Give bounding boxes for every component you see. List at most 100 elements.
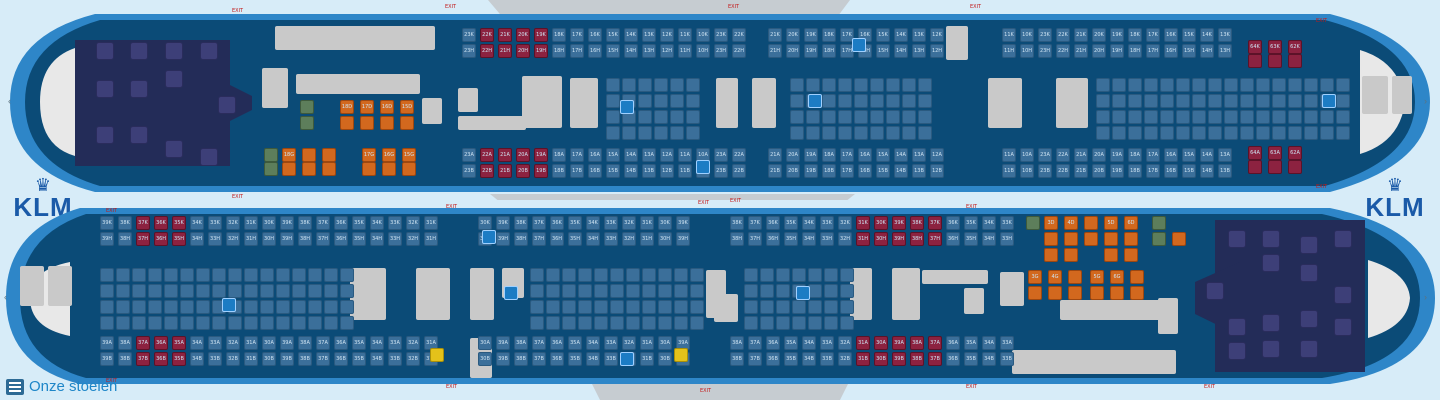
seat[interactable]: 15H	[606, 44, 620, 58]
seat[interactable]	[1248, 54, 1262, 68]
seat[interactable]	[1224, 78, 1238, 92]
seat[interactable]: 38A	[514, 336, 528, 350]
seat[interactable]: 17B	[1146, 164, 1160, 178]
seat[interactable]: 18G	[282, 148, 296, 162]
business-seat[interactable]	[1334, 286, 1352, 304]
seat[interactable]: 13A	[1218, 148, 1232, 162]
seat[interactable]: 19H	[804, 44, 818, 58]
seat[interactable]	[1090, 286, 1104, 300]
seat[interactable]: 17A	[840, 148, 854, 162]
seat[interactable]: 13H	[1218, 44, 1232, 58]
seat[interactable]: 11B	[1002, 164, 1016, 178]
business-seat[interactable]	[96, 126, 114, 144]
seat[interactable]	[340, 284, 354, 298]
seat[interactable]: 37B	[136, 352, 150, 366]
seat[interactable]: 36B	[946, 352, 960, 366]
seat[interactable]: 11H	[1002, 44, 1016, 58]
seat[interactable]: 34H	[370, 232, 384, 246]
seat[interactable]: 37K	[928, 216, 942, 230]
seat[interactable]	[1224, 110, 1238, 124]
seat[interactable]	[1152, 232, 1166, 246]
seat[interactable]: 30H	[262, 232, 276, 246]
seat[interactable]: 20H	[1092, 44, 1106, 58]
seat[interactable]	[886, 110, 900, 124]
seat[interactable]	[854, 110, 868, 124]
seat[interactable]: 32A	[622, 336, 636, 350]
seat[interactable]: 34B	[190, 352, 204, 366]
seat[interactable]	[276, 268, 290, 282]
seat[interactable]	[300, 100, 314, 114]
seat[interactable]: 34A	[802, 336, 816, 350]
seat[interactable]: 35A	[784, 336, 798, 350]
seat[interactable]	[902, 110, 916, 124]
seat[interactable]	[546, 284, 560, 298]
seat[interactable]: 38B	[730, 352, 744, 366]
seat[interactable]: 31H	[424, 232, 438, 246]
seat[interactable]	[790, 126, 804, 140]
seat[interactable]	[838, 110, 852, 124]
seat[interactable]	[1124, 248, 1138, 262]
seat[interactable]: 37A	[928, 336, 942, 350]
seat[interactable]: 38K	[730, 216, 744, 230]
seat[interactable]	[1208, 78, 1222, 92]
seat[interactable]	[840, 316, 854, 330]
seat[interactable]	[276, 316, 290, 330]
seat[interactable]: 22B	[732, 164, 746, 178]
seat[interactable]	[244, 300, 258, 314]
seat[interactable]	[1064, 248, 1078, 262]
seat[interactable]	[1176, 78, 1190, 92]
seat[interactable]	[1268, 54, 1282, 68]
seat[interactable]	[228, 284, 242, 298]
seat[interactable]: 23H	[1038, 44, 1052, 58]
seat[interactable]: 3D	[1044, 216, 1058, 230]
seat[interactable]: 34A	[982, 336, 996, 350]
seat[interactable]: 16H	[588, 44, 602, 58]
seat[interactable]	[792, 300, 806, 314]
seat[interactable]	[1112, 78, 1126, 92]
seat[interactable]	[1320, 78, 1334, 92]
seat[interactable]: 11K	[1002, 28, 1016, 42]
seat[interactable]: 15H	[1182, 44, 1196, 58]
seat[interactable]	[302, 148, 316, 162]
seat[interactable]: 32A	[838, 336, 852, 350]
seat[interactable]: 37H	[748, 232, 762, 246]
seat[interactable]	[808, 284, 822, 298]
seat[interactable]: 18H	[1128, 44, 1142, 58]
seat[interactable]	[324, 284, 338, 298]
seat[interactable]: 35A	[568, 336, 582, 350]
seat[interactable]: 33H	[388, 232, 402, 246]
seat[interactable]: 21H	[498, 44, 512, 58]
seat[interactable]: 16A	[1164, 148, 1178, 162]
seat[interactable]: 32H	[406, 232, 420, 246]
seat[interactable]	[264, 162, 278, 176]
seat[interactable]: 18K	[822, 28, 836, 42]
scroll-right-arrow-icon[interactable]: ›	[1424, 96, 1427, 106]
seat[interactable]	[100, 284, 114, 298]
seat[interactable]: 36H	[154, 232, 168, 246]
seat[interactable]	[838, 94, 852, 108]
seat[interactable]: 39H	[280, 232, 294, 246]
seat[interactable]: 30B	[874, 352, 888, 366]
seat[interactable]: 21H	[768, 44, 782, 58]
seat[interactable]: 30B	[658, 352, 672, 366]
seat[interactable]: 39H	[496, 232, 510, 246]
seat[interactable]: 38H	[910, 232, 924, 246]
seat[interactable]: 38B	[298, 352, 312, 366]
seat[interactable]	[148, 316, 162, 330]
seat[interactable]	[308, 300, 322, 314]
seat[interactable]: 20B	[786, 164, 800, 178]
seat[interactable]	[1128, 78, 1142, 92]
seat[interactable]	[638, 94, 652, 108]
seat[interactable]	[244, 316, 258, 330]
seat[interactable]	[148, 284, 162, 298]
seat[interactable]	[1104, 248, 1118, 262]
seat[interactable]: 21B	[1074, 164, 1088, 178]
seat[interactable]	[382, 162, 396, 176]
seat[interactable]: 36K	[766, 216, 780, 230]
seat[interactable]: 35B	[784, 352, 798, 366]
seat[interactable]	[1128, 126, 1142, 140]
seat[interactable]	[776, 300, 790, 314]
seat[interactable]	[1152, 216, 1166, 230]
seat[interactable]: 32B	[226, 352, 240, 366]
seat[interactable]	[776, 284, 790, 298]
